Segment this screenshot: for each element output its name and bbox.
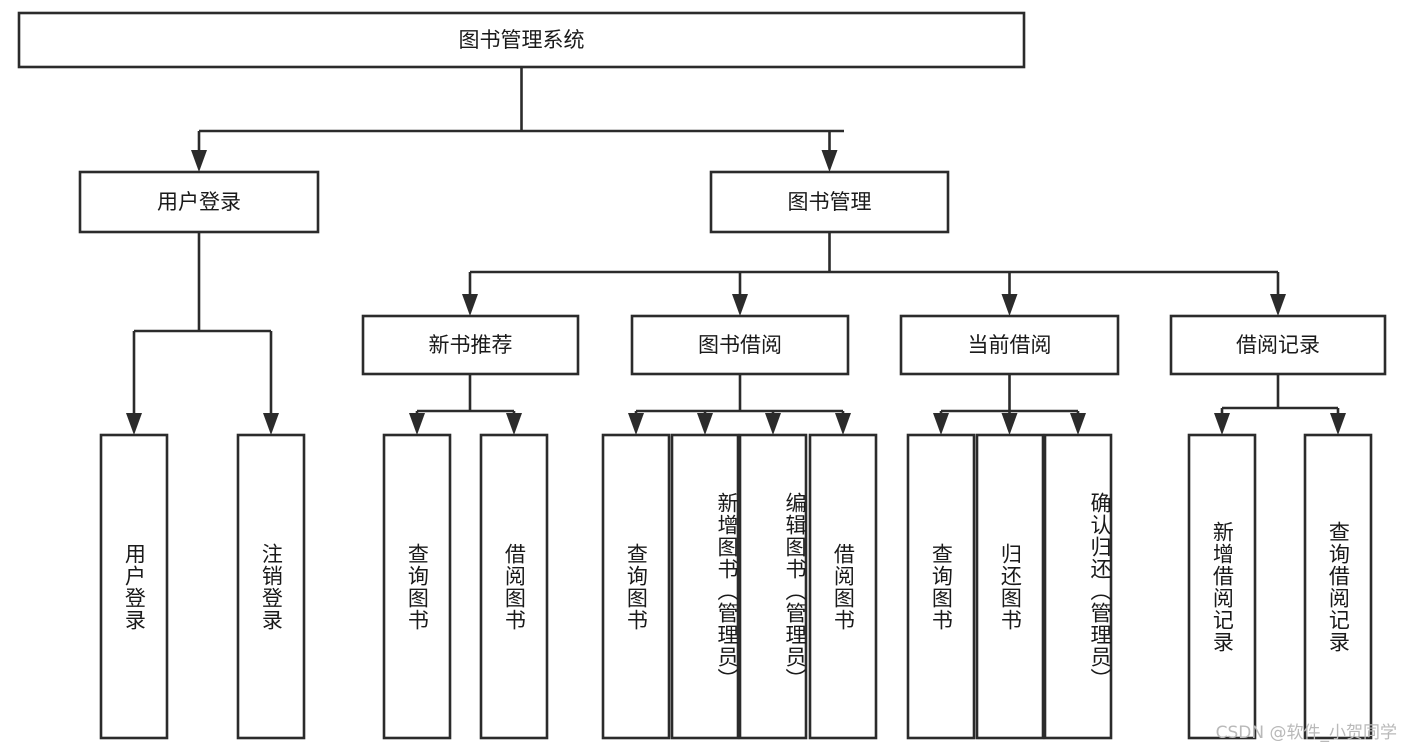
leaf-box-query-book-1[interactable] (382, 433, 452, 740)
connector-group-book-borrow (628, 374, 851, 435)
leaf-box-query-book-2[interactable] (601, 433, 671, 740)
node-new-book-recommend[interactable]: 新书推荐 (361, 314, 580, 376)
node-current-borrow-label: 当前借阅 (968, 333, 1052, 357)
connector-group-borrow-record (1214, 374, 1346, 435)
leaf-box-add-borrow-record[interactable] (1187, 433, 1257, 740)
arrow-head-bookmgmt-3 (1001, 294, 1018, 316)
arrow-head-root-1 (191, 150, 207, 172)
leaf-box-query-book-3[interactable] (906, 433, 976, 740)
node-book-management[interactable]: 图书管理 (709, 170, 950, 234)
connector-group-user-login (126, 232, 279, 435)
node-user-login-label: 用户登录 (157, 190, 241, 214)
arrow-head-currentborrow-1 (933, 413, 949, 435)
arrow-head-borrowrecord-1 (1214, 413, 1230, 435)
node-book-management-box[interactable] (709, 170, 950, 234)
node-root[interactable]: 图书管理系统 (17, 11, 1026, 69)
leaf-box-borrow-book-1[interactable] (479, 433, 549, 740)
leaf-box-borrow-book-2[interactable] (808, 433, 878, 740)
node-book-borrow[interactable]: 图书借阅 (630, 314, 850, 376)
node-new-book-recommend-label: 新书推荐 (429, 333, 513, 357)
arrow-head-newbook-1 (409, 413, 425, 435)
node-borrow-record[interactable]: 借阅记录 (1169, 314, 1387, 376)
node-user-login[interactable]: 用户登录 (78, 170, 320, 234)
arrow-head-bookmgmt-2 (732, 294, 748, 316)
leaf-box-query-borrow-record[interactable] (1303, 433, 1373, 740)
arrow-head-currentborrow-3 (1070, 413, 1086, 435)
node-borrow-record-box[interactable] (1169, 314, 1387, 376)
leaf-box-edit-book-admin[interactable] (738, 433, 808, 740)
arrow-head-bookborrow-3 (765, 413, 781, 435)
arrow-head-currentborrow-2 (1001, 413, 1018, 435)
connector-group-root (191, 67, 844, 172)
connector-group-book-management (462, 232, 1286, 316)
connector-group-current-borrow (933, 374, 1086, 435)
arrow-head-userlogin-2 (263, 413, 279, 435)
node-current-borrow[interactable]: 当前借阅 (899, 314, 1120, 376)
arrow-head-bookmgmt-4 (1270, 294, 1286, 316)
node-borrow-record-label: 借阅记录 (1236, 333, 1320, 357)
leaf-box-logout[interactable] (236, 433, 306, 740)
node-book-borrow-label: 图书借阅 (698, 333, 782, 357)
arrow-head-bookborrow-4 (835, 413, 851, 435)
csdn-watermark: CSDN @软件_小贺同学 (1215, 723, 1397, 743)
node-current-borrow-box[interactable] (899, 314, 1120, 376)
node-book-borrow-box[interactable] (630, 314, 850, 376)
node-user-login-box[interactable] (78, 170, 320, 234)
leaf-box-user-login[interactable] (99, 433, 169, 740)
arrow-head-bookmgmt-1 (462, 294, 478, 316)
arrow-head-root-2 (821, 150, 838, 172)
arrow-head-bookborrow-2 (697, 413, 713, 435)
arrow-head-userlogin-1 (126, 413, 142, 435)
connector-group-new-book (409, 374, 522, 435)
arrow-head-borrowrecord-2 (1330, 413, 1346, 435)
leaf-box-add-book-admin[interactable] (670, 433, 740, 740)
leaf-box-return-book[interactable] (975, 433, 1045, 740)
arrow-head-bookborrow-1 (628, 413, 644, 435)
arrow-head-newbook-2 (506, 413, 522, 435)
node-root-label: 图书管理系统 (459, 28, 585, 52)
node-root-box[interactable] (17, 11, 1026, 69)
node-new-book-recommend-box[interactable] (361, 314, 580, 376)
leaf-box-confirm-return-admin[interactable] (1043, 433, 1113, 740)
node-book-management-label: 图书管理 (788, 190, 872, 214)
